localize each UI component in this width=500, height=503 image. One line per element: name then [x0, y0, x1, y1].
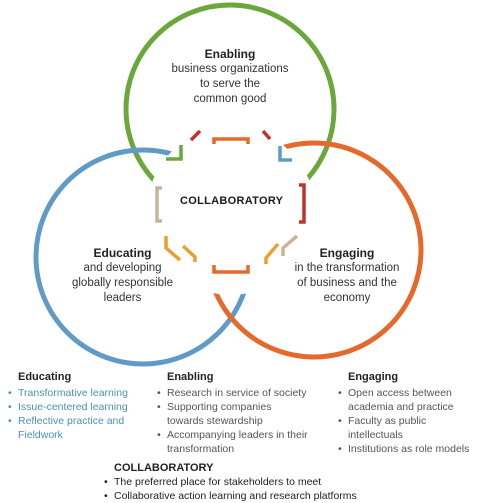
collaboratory-label: COLLABORATORY [180, 195, 284, 207]
bracket-lower-left-2 [181, 244, 197, 262]
enabling-circle-text: Enabling business organizations to serve… [150, 47, 310, 107]
bracket-upper-left [166, 145, 183, 161]
bracket-bottom [212, 265, 250, 274]
enabling-circle-line: business organizations [171, 63, 289, 75]
educating-circle-line: leaders [103, 292, 142, 304]
educating-list: Transformative learning Issue-centered l… [7, 386, 147, 442]
educating-circle-text: Educating and developing globally respon… [55, 246, 190, 306]
list-item: The preferred place for stakeholders to … [103, 475, 357, 489]
engaging-circle-heading: Engaging [319, 246, 375, 260]
enabling-list: Research in service of society Supportin… [156, 386, 338, 456]
educating-circle-line: and developing [83, 262, 162, 274]
enabling-circle-heading: Enabling [204, 47, 256, 61]
engaging-circle-line: of business and the [297, 277, 397, 289]
list-item: Supporting companies towards stewardship [156, 400, 292, 428]
bracket-lower-right-2 [264, 242, 280, 264]
collaboratory-section: COLLABORATORY The preferred place for st… [103, 461, 357, 503]
enabling-circle-line: to serve the [199, 78, 261, 90]
bracket-lower-right [281, 234, 299, 256]
enabling-column: Enabling Research in service of society … [156, 370, 338, 456]
list-item: Accompanying leaders in their transforma… [156, 428, 338, 456]
list-item: Open access between academia and practic… [337, 386, 478, 414]
enabling-circle-line: common good [193, 93, 267, 105]
engaging-circle-line: economy [323, 292, 371, 304]
tick-upper-left [189, 129, 202, 142]
engaging-circle-line: in the transformation [294, 262, 400, 274]
tick-upper-right [261, 129, 272, 141]
bracket-lower-left [164, 236, 182, 262]
engaging-column-heading: Engaging [348, 371, 399, 383]
list-item: Research in service of society [156, 386, 338, 400]
hub-brackets [155, 129, 306, 274]
list-item: Issue-centered learning [7, 400, 147, 414]
list-item: Collaborative action learning and resear… [103, 489, 357, 503]
bracket-top [212, 137, 250, 144]
enabling-column-heading: Enabling [167, 371, 214, 383]
list-item: Faculty as public intellectuals [337, 414, 453, 442]
list-item: Reflective practice and Fieldwork [7, 414, 147, 442]
collaboratory-section-heading: COLLABORATORY [114, 462, 214, 474]
educating-column-heading: Educating [18, 371, 72, 383]
collaboratory-list: The preferred place for stakeholders to … [103, 475, 357, 503]
engaging-list: Open access between academia and practic… [337, 386, 497, 456]
list-item: Transformative learning [7, 386, 147, 400]
educating-column: Educating Transformative learning Issue-… [7, 370, 147, 442]
list-item: Institutions as role models [337, 442, 497, 456]
educating-circle-heading: Educating [93, 246, 152, 260]
educating-circle-line: globally responsible [71, 277, 173, 289]
engaging-circle-text: Engaging in the transformation of busine… [282, 246, 412, 306]
bracket-left [155, 186, 162, 223]
engaging-column: Engaging Open access between academia an… [337, 370, 497, 456]
bracket-right [299, 183, 306, 224]
bracket-upper-right [278, 146, 292, 162]
